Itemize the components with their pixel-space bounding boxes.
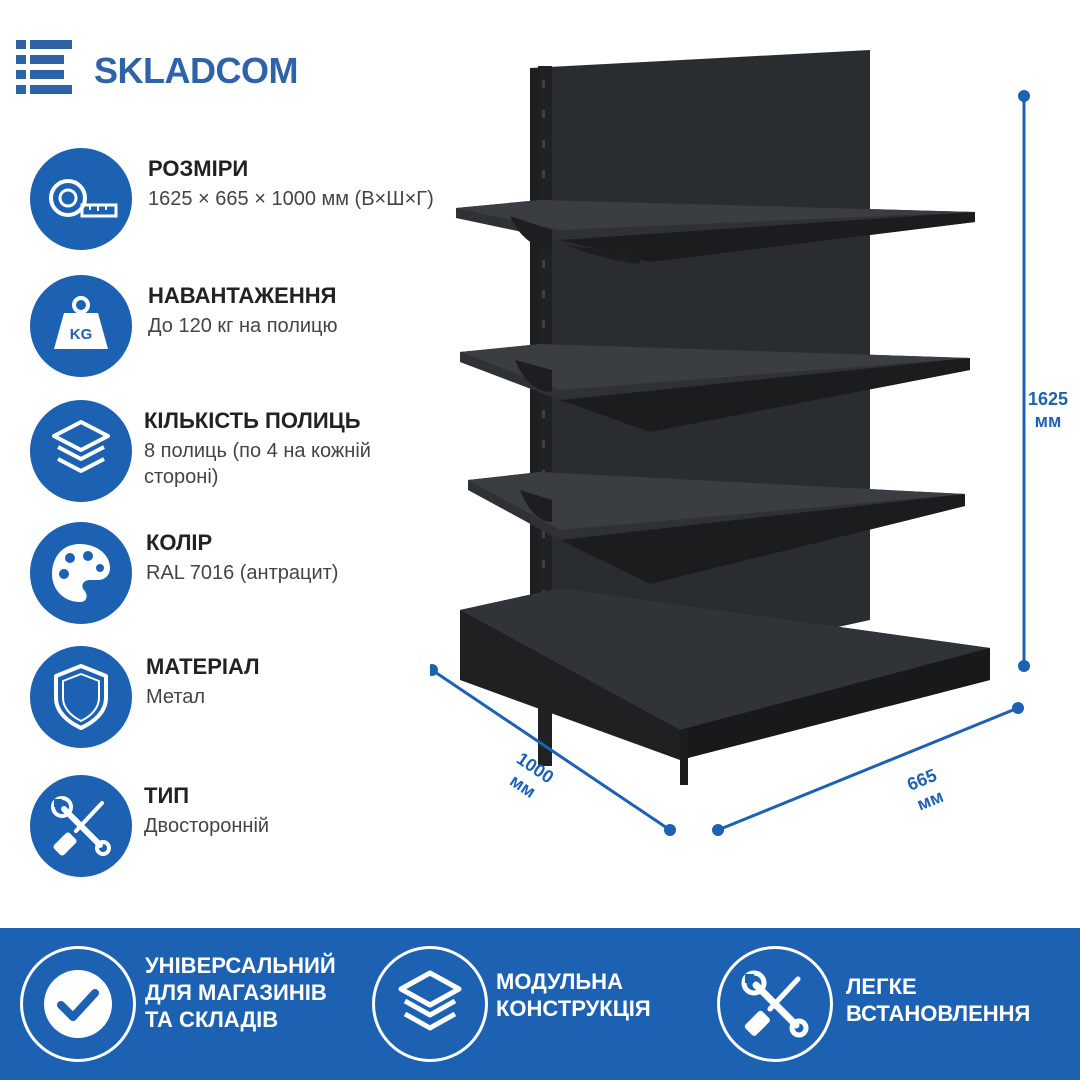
kg-weight-icon: KG — [54, 296, 108, 349]
tape-measure-icon — [49, 179, 118, 218]
spec-title: МАТЕРІАЛ — [146, 654, 260, 679]
dimension-height-label: 1625 мм — [1027, 389, 1069, 431]
layers-icon — [52, 420, 110, 473]
spec-value: Метал — [146, 686, 206, 708]
spec-value: RAL 7016 (антрацит) — [146, 562, 339, 584]
brand-logo: SKLADCOM — [16, 38, 366, 100]
checkmark-icon — [44, 970, 112, 1038]
spec-value: До 120 кг на полицю — [148, 315, 338, 337]
spec-value: Двосторонній — [144, 815, 270, 837]
spec-type: ТИП Двосторонній — [30, 775, 430, 877]
feature-universal-ring — [20, 946, 136, 1062]
spec-shelves: КІЛЬКІСТЬ ПОЛИЦЬ 8 полиць (по 4 на кожні… — [30, 400, 430, 502]
feature-easy-install-text: ЛЕГКЕ ВСТАНОВЛЕННЯ — [846, 974, 1031, 1026]
spec-title: НАВАНТАЖЕННЯ — [148, 283, 337, 308]
svg-text:KG: KG — [70, 326, 93, 343]
brand-name: SKLADCOM — [94, 50, 298, 91]
tools-icon — [741, 970, 809, 1038]
spec-color: КОЛІР RAL 7016 (антрацит) — [30, 522, 430, 624]
layers-icon — [398, 970, 462, 1031]
palette-icon — [52, 544, 110, 602]
spec-title: ТИП — [144, 783, 190, 808]
spec-title: КОЛІР — [146, 530, 213, 555]
spec-value: 1625 × 665 × 1000 мм (В×Ш×Г) — [148, 188, 434, 210]
features-banner: УНІВЕРСАЛЬНИЙ ДЛЯ МАГАЗИНІВ ТА СКЛАДІВ М… — [0, 928, 1080, 1080]
spec-material: МАТЕРІАЛ Метал — [30, 646, 430, 748]
shield-icon — [54, 664, 108, 730]
feature-modular-ring — [372, 946, 488, 1062]
tools-icon — [51, 796, 111, 856]
spec-title: РОЗМІРИ — [148, 156, 249, 181]
spec-value: 8 полиць (по 4 на кожній стороні) — [144, 440, 371, 488]
feature-modular-text: МОДУЛЬНА КОНСТРУКЦІЯ — [496, 969, 651, 1021]
spec-load: KG НАВАНТАЖЕННЯ До 120 кг на полицю — [30, 275, 430, 377]
product-illustration: 1625 мм 1000 мм 665 мм — [426, 40, 1070, 845]
feature-easy-install-ring — [717, 946, 833, 1062]
spec-title: КІЛЬКІСТЬ ПОЛИЦЬ — [144, 408, 361, 433]
feature-universal-text: УНІВЕРСАЛЬНИЙ ДЛЯ МАГАЗИНІВ ТА СКЛАДІВ — [145, 953, 336, 1032]
spec-dimensions: РОЗМІРИ 1625 × 665 × 1000 мм (В×Ш×Г) — [30, 148, 434, 250]
shelving-unit-image — [426, 50, 1030, 836]
logo-mark-icon — [16, 40, 72, 94]
